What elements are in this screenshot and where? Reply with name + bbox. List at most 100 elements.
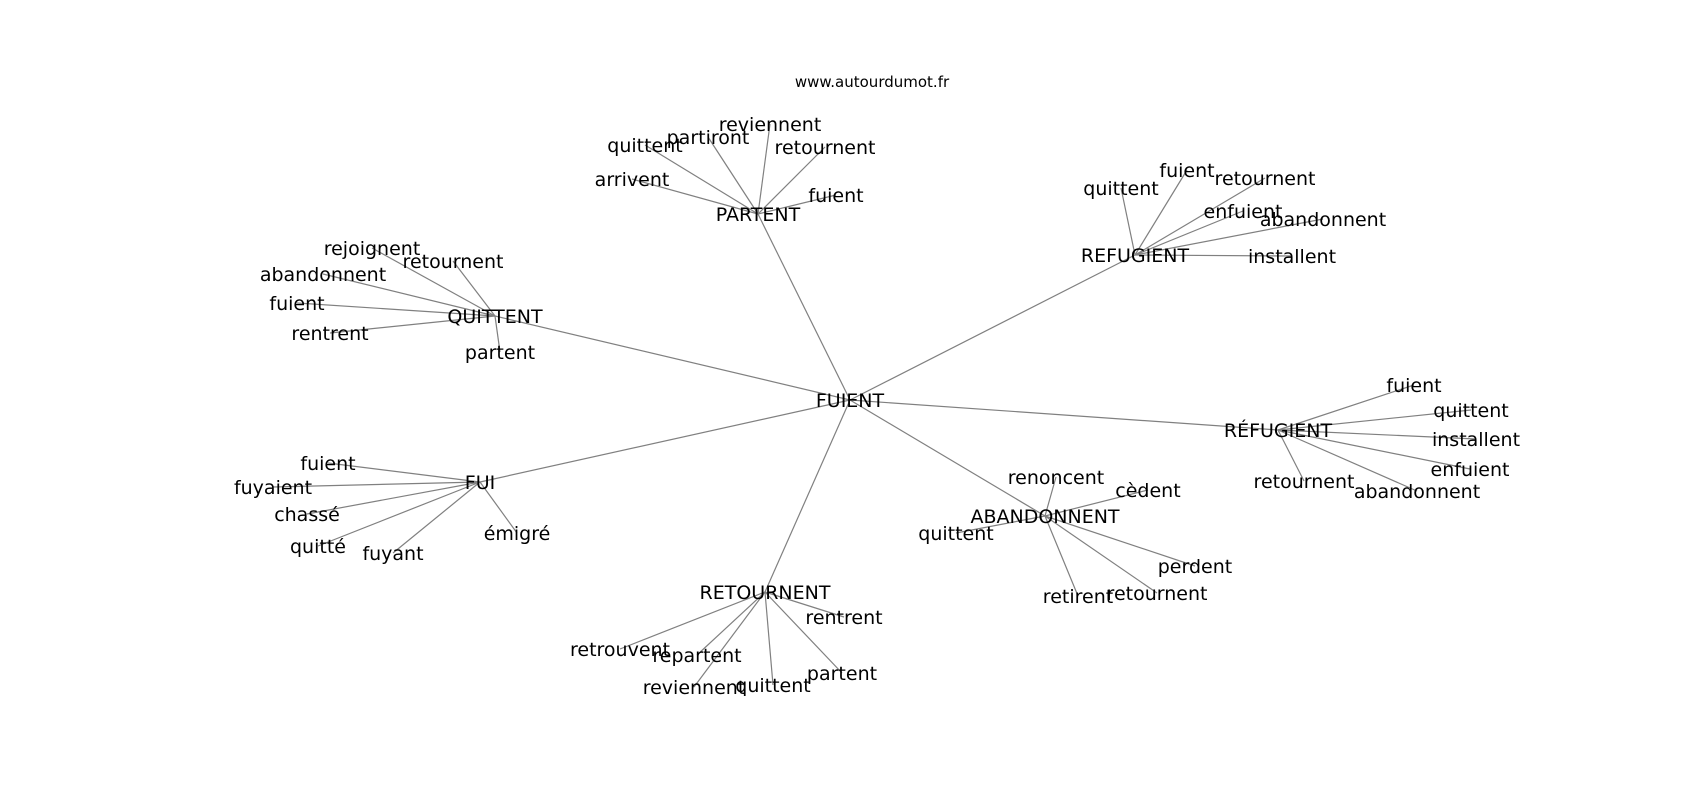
hub-node-quittent: QUITTENT bbox=[447, 306, 543, 328]
leaf-node: reviennent bbox=[719, 114, 822, 136]
center-node: FUIENT bbox=[816, 390, 885, 412]
leaf-node: abandonnent bbox=[1354, 481, 1480, 503]
hub-node-refugient_acc: RÉFUGIENT bbox=[1224, 419, 1333, 442]
edge-center-refugient_acc bbox=[849, 399, 1279, 431]
edge-refugient_acc-2 bbox=[1277, 429, 1477, 440]
leaf-node: enfuient bbox=[1204, 201, 1283, 223]
leaf-node: retournent bbox=[1107, 583, 1208, 605]
source-label: www.autourdumot.fr bbox=[795, 73, 950, 91]
leaf-node: retournent bbox=[403, 251, 504, 273]
leaf-node: partiront bbox=[667, 127, 750, 149]
edge-refugient-1 bbox=[1134, 169, 1188, 256]
edge-center-partent bbox=[757, 213, 851, 401]
leaf-node: reviennent bbox=[643, 677, 746, 699]
leaf-node: cèdent bbox=[1115, 480, 1180, 502]
leaf-node: abandonnent bbox=[260, 264, 386, 286]
hub-node-fui: FUI bbox=[465, 472, 495, 494]
edge-partent-5 bbox=[757, 194, 837, 215]
leaf-node: fuient bbox=[808, 185, 863, 207]
leaf-node: retirent bbox=[1043, 586, 1113, 608]
edge-partent-4 bbox=[757, 146, 826, 215]
edge-retournent-4 bbox=[764, 591, 774, 686]
edge-retournent-0 bbox=[764, 591, 845, 618]
leaf-node: repartent bbox=[652, 645, 741, 667]
leaf-node: rentrent bbox=[291, 323, 368, 345]
edge-quittent-3 bbox=[296, 302, 496, 317]
hub-node-abandonnent: ABANDONNENT bbox=[970, 506, 1119, 528]
labels-layer: FUIENTPARTENTarriventquittentpartirontre… bbox=[234, 114, 1520, 699]
edge-refugient_acc-5 bbox=[1277, 429, 1418, 492]
edge-center-refugient bbox=[849, 254, 1136, 401]
leaf-node: quittent bbox=[1433, 400, 1508, 422]
hub-node-partent: PARTENT bbox=[716, 204, 801, 226]
edge-abandonnent-1 bbox=[1044, 489, 1149, 517]
edge-fui-1 bbox=[272, 481, 481, 488]
edge-retournent-1 bbox=[619, 591, 766, 650]
leaf-node: retournent bbox=[1215, 168, 1316, 190]
leaf-node: quitté bbox=[290, 536, 346, 558]
edge-fui-2 bbox=[306, 481, 481, 515]
leaf-node: quittent bbox=[735, 675, 810, 697]
edge-center-fui bbox=[479, 399, 851, 483]
leaf-node: fuyant bbox=[362, 543, 423, 565]
edge-quittent-1 bbox=[322, 273, 496, 317]
leaf-node: retournent bbox=[1254, 471, 1355, 493]
edge-refugient_acc-3 bbox=[1277, 429, 1471, 470]
leaf-node: rentrent bbox=[805, 607, 882, 629]
edge-partent-3 bbox=[757, 123, 771, 215]
edge-fui-5 bbox=[479, 481, 518, 534]
leaf-node: fuient bbox=[1159, 160, 1214, 182]
edge-refugient_acc-4 bbox=[1277, 429, 1305, 482]
leaf-node: renoncent bbox=[1008, 467, 1104, 489]
edges-layer bbox=[272, 123, 1477, 688]
leaf-node: partent bbox=[465, 342, 535, 364]
edge-retournent-2 bbox=[696, 591, 766, 656]
leaf-node: abandonnent bbox=[1260, 209, 1386, 231]
edge-refugient_acc-0 bbox=[1277, 384, 1415, 431]
hub-node-retournent: RETOURNENT bbox=[700, 582, 831, 604]
leaf-node: installent bbox=[1432, 429, 1520, 451]
edge-center-quittent bbox=[494, 315, 851, 401]
edge-quittent-0 bbox=[371, 247, 496, 317]
leaf-node: perdent bbox=[1158, 556, 1232, 578]
edge-abandonnent-2 bbox=[955, 515, 1046, 534]
edge-center-abandonnent bbox=[849, 399, 1046, 517]
edge-fui-4 bbox=[392, 481, 481, 554]
edge-refugient_acc-1 bbox=[1277, 409, 1472, 431]
edge-refugient-4 bbox=[1134, 218, 1324, 256]
edge-center-retournent bbox=[764, 399, 851, 593]
edge-partent-0 bbox=[631, 178, 759, 215]
leaf-node: rejoignent bbox=[324, 238, 421, 260]
leaf-node: fuient bbox=[269, 293, 324, 315]
leaf-node: quittent bbox=[1083, 178, 1158, 200]
edge-refugient-2 bbox=[1134, 177, 1266, 256]
leaf-node: retrouvent bbox=[570, 639, 670, 661]
edge-abandonnent-5 bbox=[1044, 515, 1158, 594]
edge-partent-2 bbox=[707, 136, 759, 215]
leaf-node: partent bbox=[807, 663, 877, 685]
edge-refugient-5 bbox=[1134, 254, 1293, 257]
edge-partent-1 bbox=[644, 144, 759, 215]
leaf-node: enfuient bbox=[1431, 459, 1510, 481]
edge-retournent-5 bbox=[764, 591, 843, 674]
edge-retournent-3 bbox=[693, 591, 766, 688]
edge-quittent-5 bbox=[494, 315, 501, 353]
leaf-node: quittent bbox=[607, 135, 682, 157]
edge-refugient-3 bbox=[1134, 210, 1244, 256]
edge-fui-3 bbox=[317, 481, 481, 547]
leaf-node: fuient bbox=[300, 453, 355, 475]
leaf-node: installent bbox=[1248, 246, 1336, 268]
edge-abandonnent-3 bbox=[1044, 515, 1196, 567]
edge-abandonnent-0 bbox=[1044, 476, 1057, 517]
edge-quittent-4 bbox=[329, 315, 496, 334]
leaf-node: fuient bbox=[1386, 375, 1441, 397]
leaf-node: fuyaient bbox=[234, 477, 312, 499]
leaf-node: arrivent bbox=[595, 169, 670, 191]
hub-node-refugient: REFUGIENT bbox=[1081, 245, 1190, 267]
edge-refugient-0 bbox=[1120, 187, 1136, 256]
edge-quittent-2 bbox=[452, 260, 496, 317]
edge-abandonnent-4 bbox=[1044, 515, 1079, 597]
leaf-node: chassé bbox=[274, 504, 340, 526]
leaf-node: émigré bbox=[484, 523, 551, 545]
